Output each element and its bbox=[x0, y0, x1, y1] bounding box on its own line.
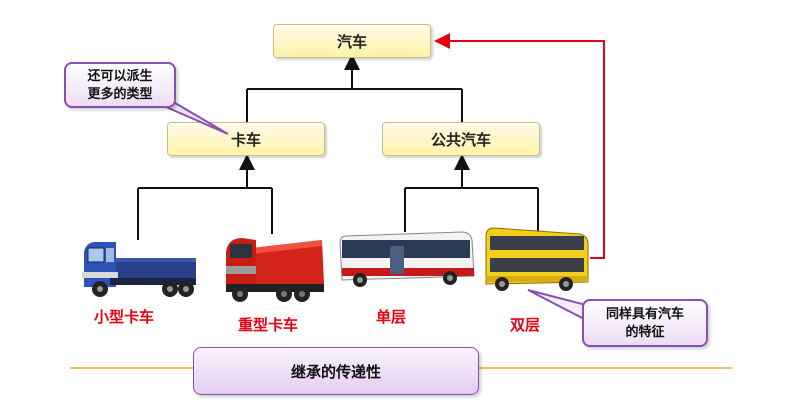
inheritance-arrow bbox=[434, 33, 605, 259]
node-bus-label: 公共汽车 bbox=[430, 130, 491, 149]
node-truck-label: 卡车 bbox=[230, 130, 261, 149]
node-car-label: 汽车 bbox=[336, 32, 367, 51]
bus-connector bbox=[404, 154, 539, 232]
callout-derive-line1: 还可以派生 bbox=[87, 69, 153, 84]
label-single-deck: 单层 bbox=[376, 308, 407, 326]
small-truck-icon bbox=[82, 242, 196, 297]
label-double-deck: 双层 bbox=[510, 316, 541, 334]
label-small-truck: 小型卡车 bbox=[94, 308, 155, 326]
callout-inherit: 同样具有汽车 的特征 bbox=[582, 299, 708, 347]
root-connector bbox=[246, 54, 463, 122]
truck-connector bbox=[137, 154, 273, 240]
callout-inherit-line2: 的特征 bbox=[625, 325, 665, 340]
dump-truck-icon bbox=[226, 238, 324, 302]
label-heavy-truck: 重型卡车 bbox=[238, 316, 299, 334]
node-truck: 卡车 bbox=[167, 122, 325, 156]
double-deck-bus-icon bbox=[485, 227, 589, 291]
callout-derive-line2: 更多的类型 bbox=[87, 87, 153, 102]
callout-derive: 还可以派生 更多的类型 bbox=[64, 62, 176, 108]
single-deck-bus-icon bbox=[339, 231, 475, 287]
callout-inherit-line1: 同样具有汽车 bbox=[605, 307, 684, 322]
node-bus: 公共汽车 bbox=[382, 122, 540, 156]
banner-transitivity-label: 继承的传递性 bbox=[290, 362, 381, 381]
node-car: 汽车 bbox=[273, 24, 431, 58]
banner-transitivity: 继承的传递性 bbox=[193, 347, 479, 395]
